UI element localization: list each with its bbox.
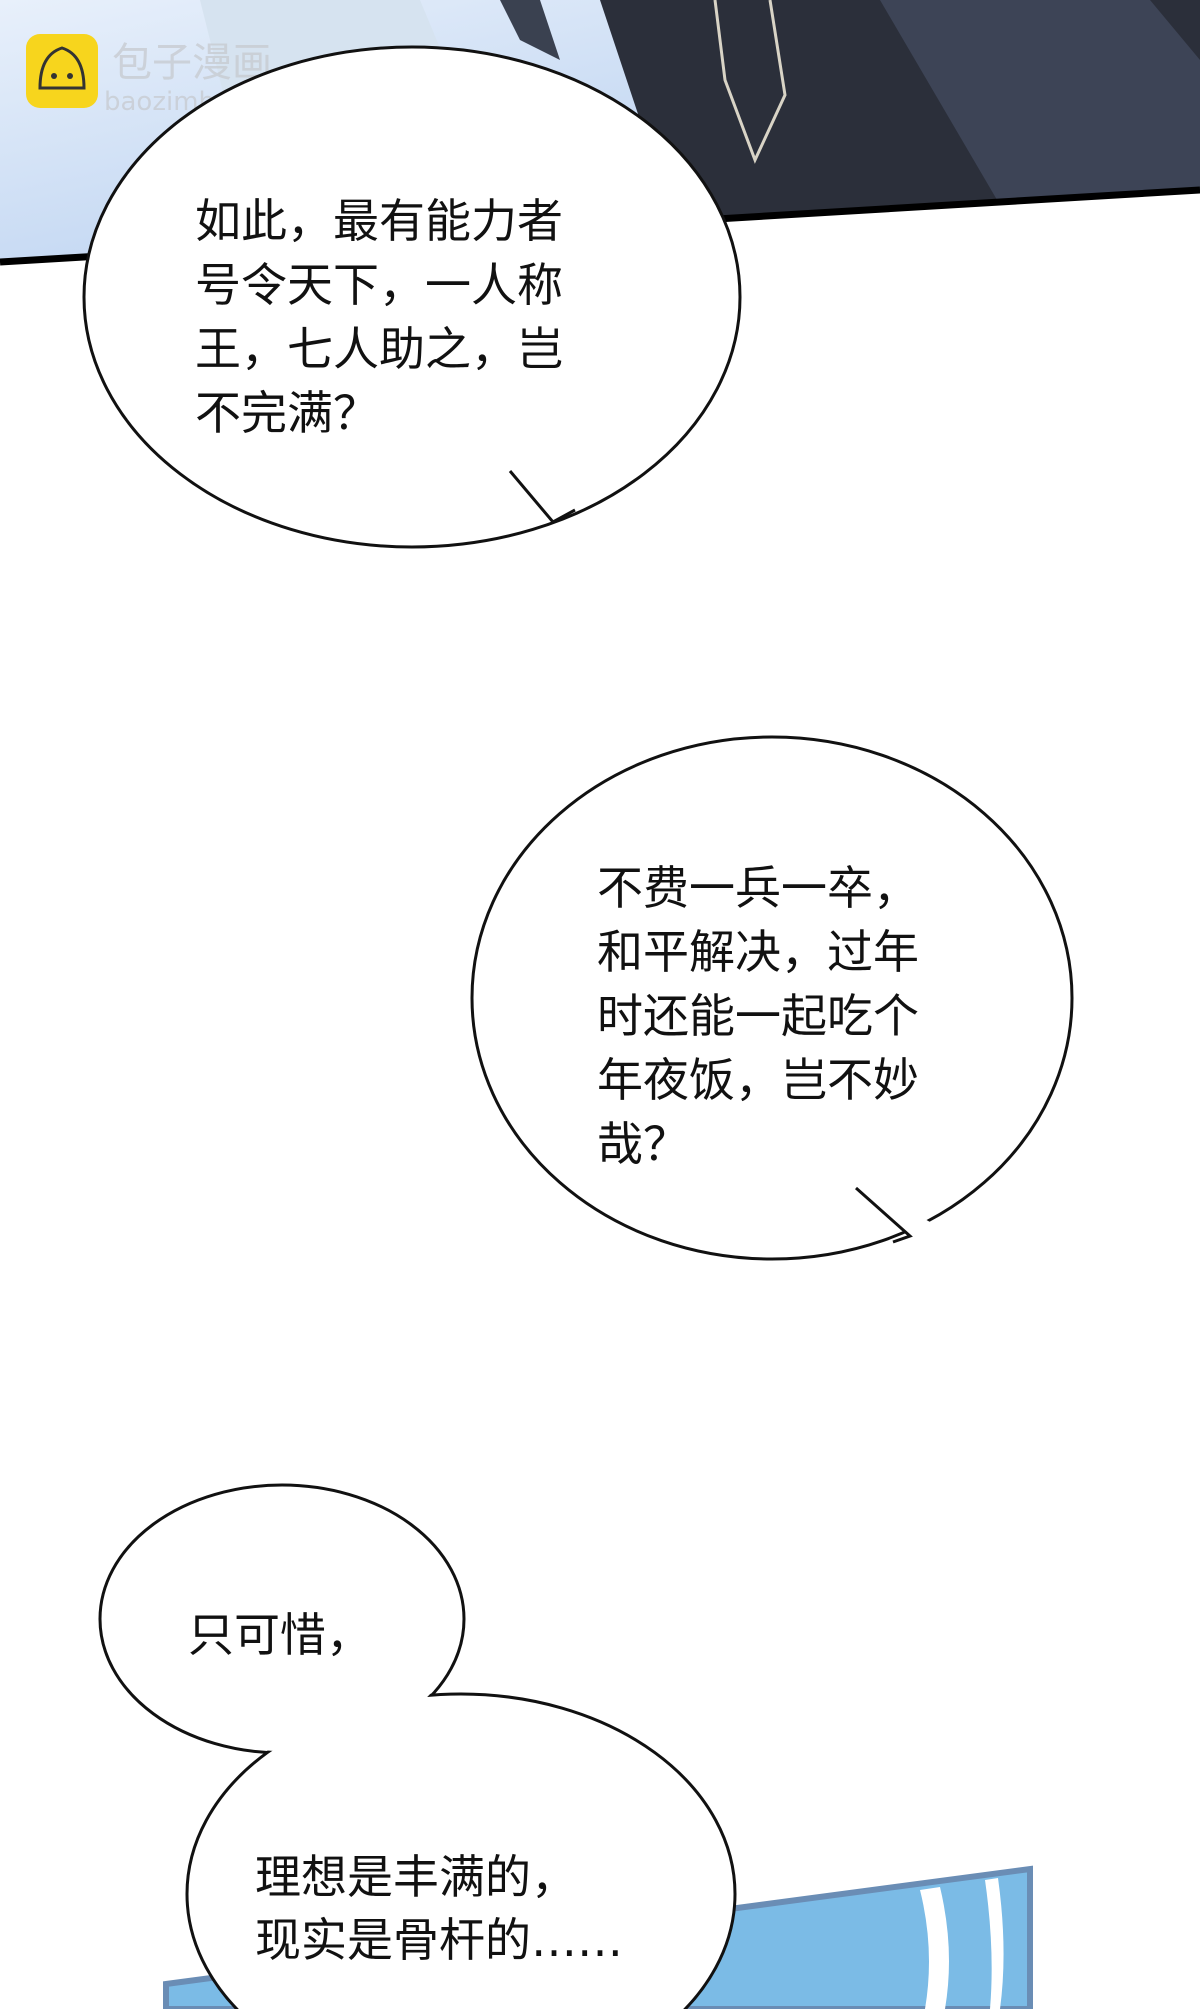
bubble-text-line: 时还能一起吃个 [597, 989, 919, 1043]
bubble-text-line: 不费一兵一卒， [597, 861, 919, 915]
bubble-text-line: 号令天下，一人称 [195, 258, 563, 312]
bubble-text-line: 王，七人助之，岂 [195, 322, 563, 376]
bubble-text-line: 现实是骨杆的…… [255, 1913, 623, 1967]
bubble-text-line: 和平解决，过年 [597, 925, 919, 979]
watermark-brand: 包子漫画 [112, 40, 272, 86]
bubble-text-line: 年夜饭，岂不妙 [597, 1053, 919, 1107]
logo-icon [26, 34, 98, 108]
bubble-text-line: 如此，最有能力者 [195, 194, 563, 248]
bubble-text-line: 哉？ [597, 1117, 689, 1171]
speech-bubble-1: 如此，最有能力者 号令天下，一人称 王，七人助之，岂 不完满？ [82, 45, 742, 549]
speech-bubble-3: 只可惜， 理想是丰满的， 现实是骨杆的…… [98, 1483, 737, 2009]
bubble-text-line: 理想是丰满的， [255, 1850, 577, 1904]
bubble-text-line: 不完满？ [195, 386, 379, 440]
speech-bubble-2: 不费一兵一卒， 和平解决，过年 时还能一起吃个 年夜饭，岂不妙 哉？ [470, 735, 1074, 1261]
bubble-text-line: 只可惜， [188, 1608, 372, 1662]
